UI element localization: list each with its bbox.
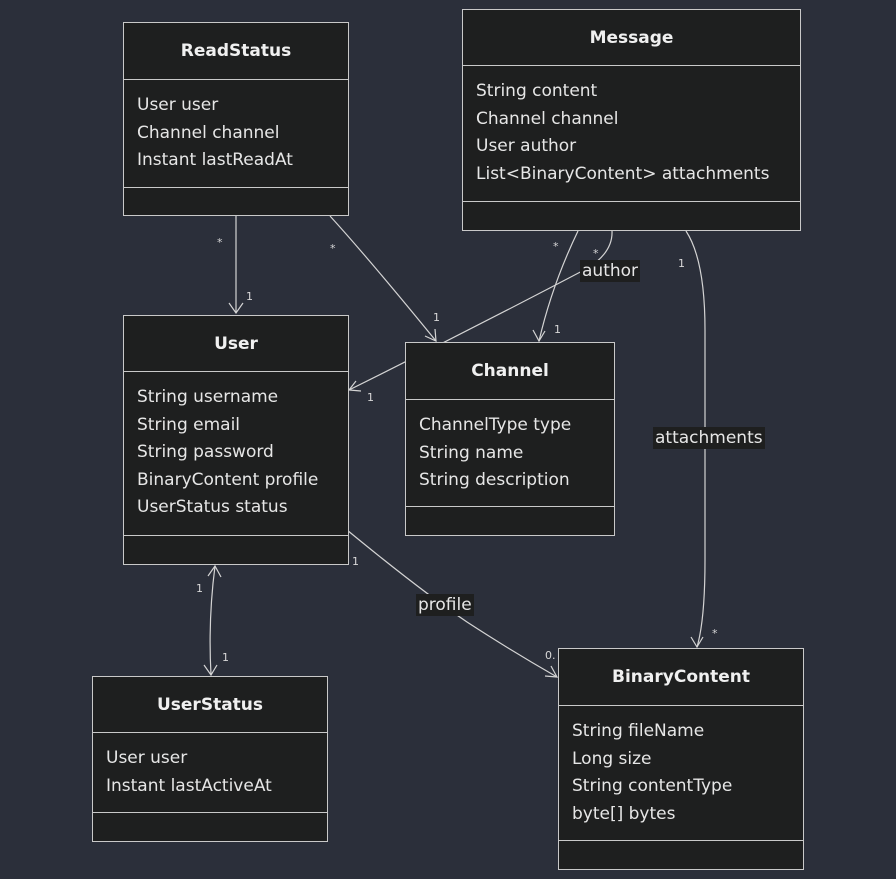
edge-user-binary-profile bbox=[346, 529, 558, 678]
arrowhead-readstatus-channel bbox=[424, 328, 437, 342]
arrowhead-userstatus-end bbox=[203, 664, 218, 677]
attribute: String content bbox=[476, 81, 598, 101]
class-readstatus-attributes: User user Channel channel Instant lastRe… bbox=[124, 79, 348, 190]
attribute: User user bbox=[106, 748, 188, 768]
attribute: String username bbox=[137, 387, 279, 407]
class-userstatus-name: UserStatus bbox=[156, 694, 264, 715]
attribute: byte[] bytes bbox=[572, 803, 676, 824]
class-userstatus-attributes: User user Instant lastActiveAt bbox=[93, 732, 327, 815]
attribute: BinaryContent profile bbox=[137, 469, 319, 490]
attribute: User user bbox=[137, 95, 219, 115]
cardinality-message-binary-src: 1 bbox=[678, 257, 685, 270]
class-readstatus: ReadStatus User user Channel channel Ins… bbox=[123, 22, 349, 216]
cardinality-readstatus-channel-src: * bbox=[330, 242, 336, 255]
class-channel-methods bbox=[406, 506, 614, 535]
cardinality-readstatus-channel-dst: 1 bbox=[433, 311, 440, 324]
class-channel-attributes: ChannelType type String name String desc… bbox=[406, 399, 614, 509]
attribute: String name bbox=[419, 442, 524, 463]
class-userstatus-methods bbox=[93, 812, 327, 841]
arrowhead-message-user bbox=[347, 380, 362, 392]
attribute: String password bbox=[137, 442, 274, 462]
arrowhead-message-channel bbox=[532, 329, 546, 343]
class-user-methods bbox=[124, 535, 348, 564]
class-message-name: Message bbox=[589, 27, 674, 48]
edge-message-user-author bbox=[348, 230, 613, 391]
class-user-attributes: String username String email String pass… bbox=[124, 371, 348, 537]
edge-readstatus-channel bbox=[329, 215, 437, 342]
class-channel: Channel ChannelType type String name Str… bbox=[405, 342, 615, 536]
class-readstatus-methods bbox=[124, 187, 348, 215]
attribute: String description bbox=[419, 470, 570, 490]
cardinality-user-binary-src: 1 bbox=[352, 555, 359, 568]
edge-user-userstatus bbox=[209, 565, 216, 676]
cardinality-message-binary-dst: * bbox=[712, 627, 718, 640]
attribute: Long size bbox=[572, 748, 652, 769]
class-binarycontent-methods bbox=[559, 840, 803, 869]
attribute: UserStatus status bbox=[137, 497, 288, 517]
arrowhead-user-binary bbox=[544, 665, 559, 678]
arrowhead-user-end bbox=[207, 564, 222, 578]
attribute: String email bbox=[137, 414, 241, 435]
attribute: ChannelType type bbox=[419, 415, 572, 435]
arrowhead-message-binary bbox=[690, 636, 704, 649]
attribute: String fileName bbox=[572, 721, 705, 741]
cardinality-user-userstatus-src: 1 bbox=[196, 582, 203, 595]
attribute: Channel channel bbox=[137, 122, 280, 143]
cardinality-message-user-dst: 1 bbox=[367, 391, 374, 404]
cardinality-message-user-src: * bbox=[593, 247, 599, 260]
class-user: User String username String email String… bbox=[123, 315, 349, 565]
class-channel-name: Channel bbox=[471, 361, 549, 381]
attribute: String contentType bbox=[572, 776, 733, 796]
class-binarycontent: BinaryContent String fileName Long size … bbox=[558, 648, 804, 870]
cardinality-message-channel-dst: 1 bbox=[554, 323, 561, 336]
attribute: Instant lastActiveAt bbox=[106, 775, 272, 796]
cardinality-readstatus-user-dst: 1 bbox=[246, 290, 253, 303]
edge-message-binary-attachments bbox=[685, 230, 706, 648]
class-user-name: User bbox=[214, 333, 258, 354]
class-binarycontent-name: BinaryContent bbox=[612, 667, 750, 687]
edge-label-attachments: attachments bbox=[653, 427, 765, 449]
cardinality-user-userstatus-dst: 1 bbox=[222, 651, 229, 664]
class-message-methods bbox=[463, 201, 800, 230]
attribute: List<BinaryContent> attachments bbox=[476, 163, 770, 184]
class-userstatus: UserStatus User user Instant lastActiveA… bbox=[92, 676, 328, 842]
class-message: Message String content Channel channel U… bbox=[462, 9, 801, 231]
cardinality-user-binary-dst: 0. bbox=[545, 649, 556, 662]
cardinality-readstatus-user-src: * bbox=[217, 236, 223, 249]
edge-label-profile: profile bbox=[416, 594, 474, 616]
edge-label-author: author bbox=[580, 260, 641, 282]
class-message-attributes: String content Channel channel User auth… bbox=[463, 65, 800, 203]
class-binarycontent-attributes: String fileName Long size String content… bbox=[559, 705, 803, 843]
class-readstatus-name: ReadStatus bbox=[180, 41, 292, 61]
arrowhead-readstatus-user bbox=[228, 302, 244, 315]
attribute: User author bbox=[476, 136, 577, 156]
cardinality-message-channel-src: * bbox=[553, 240, 559, 253]
attribute: Instant lastReadAt bbox=[137, 150, 293, 170]
attribute: Channel channel bbox=[476, 108, 619, 129]
